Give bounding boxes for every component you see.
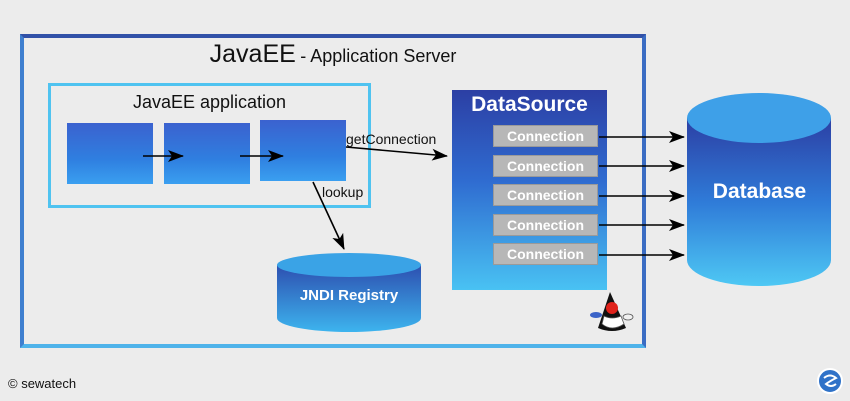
connection-1: Connection	[493, 125, 598, 147]
javaee-application-title: JavaEE application	[132, 92, 287, 112]
application-server-frame	[20, 34, 646, 348]
sewatech-logo-icon	[817, 368, 843, 394]
duke-mascot-icon	[590, 292, 634, 331]
jndi-registry-label: JNDI Registry	[299, 287, 399, 304]
server-title-sub: - Application Server	[300, 46, 457, 66]
connection-2: Connection	[493, 155, 598, 177]
server-title: JavaEE - Application Server	[20, 40, 646, 69]
lookup-label: lookup	[322, 184, 364, 200]
javaee-application-box	[48, 83, 371, 208]
connection-5: Connection	[493, 243, 598, 265]
copyright-text: © sewatech	[8, 376, 77, 391]
get-connection-label: getConnection	[346, 131, 437, 147]
arrow-lookup	[312, 181, 345, 250]
datasource-title: DataSource	[471, 93, 588, 116]
server-title-main: JavaEE	[209, 40, 296, 68]
database-label: Database	[712, 180, 807, 203]
database-cylinder	[687, 93, 831, 286]
connection-4: Connection	[493, 214, 598, 236]
jndi-registry-cylinder	[277, 253, 421, 332]
arrow-get-connection	[345, 146, 448, 161]
connection-3: Connection	[493, 184, 598, 206]
app-component-1	[67, 123, 153, 184]
